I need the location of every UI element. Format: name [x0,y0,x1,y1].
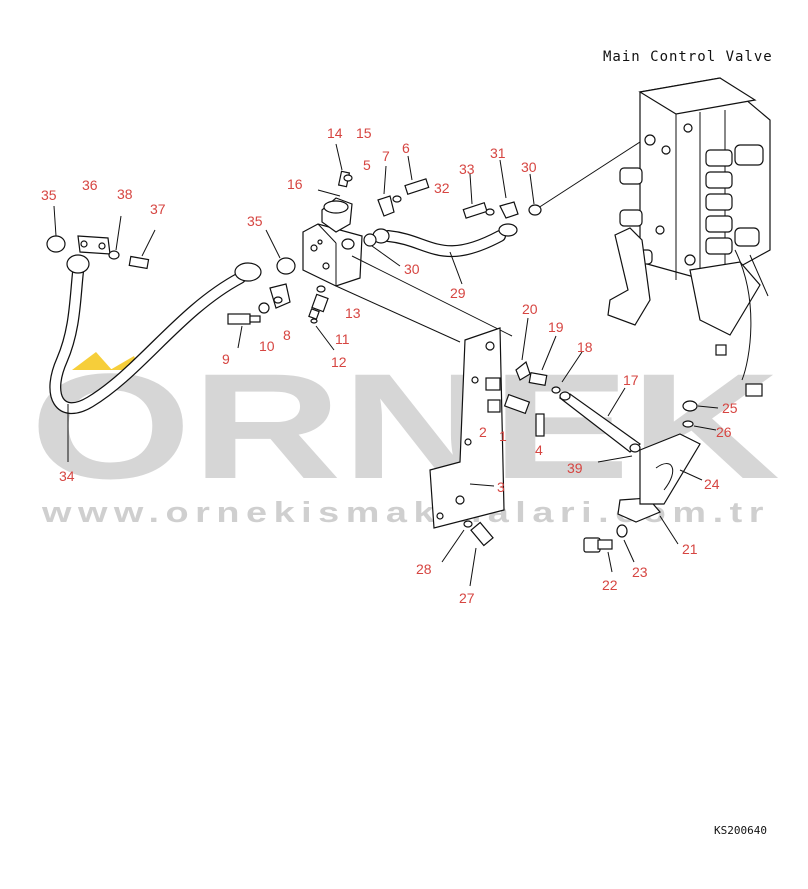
part-20-pin [515,317,531,381]
label-19: 19 [548,319,564,335]
part-7-clamp [377,165,395,217]
label-2: 2 [479,424,487,440]
label-32: 32 [434,180,450,196]
leader-block-right [351,255,513,337]
label-27: 27 [459,590,475,606]
part-30-oring-left [363,233,401,267]
part-18-oring [551,351,583,394]
label-36: 36 [82,177,98,193]
part-23-washer [616,524,635,563]
label-26: 26 [716,424,732,440]
label-1: 1 [499,428,507,444]
label-14: 14 [327,125,343,141]
label-3: 3 [497,479,505,495]
part-38-washer [108,215,122,260]
label-39: 39 [567,460,583,476]
hose-34 [49,254,262,462]
label-30-right: 30 [521,159,537,175]
label-21: 21 [682,541,698,557]
shaft-17 [558,387,641,463]
part-8-flange [269,283,291,309]
part-19-fitting [528,335,557,387]
label-33: 33 [459,161,475,177]
part-13-oring [316,285,326,293]
pilot-valve-block [302,189,363,287]
part-27-bolt [469,521,494,587]
label-17: 17 [623,372,639,388]
part-9-bolt [227,313,261,349]
part-11-fitting [308,293,329,320]
part-30-oring-right [528,173,542,216]
part-36-flange [77,235,111,255]
leader-block-down [335,285,461,343]
part-4-bolt [535,413,545,437]
drawing-code: KS200640 [714,824,767,837]
part-6-washer [392,195,402,203]
part-33-bolt [462,173,488,219]
bracket-3 [429,327,505,529]
label-6: 6 [402,140,410,156]
part-37-bolt [128,229,156,270]
label-38: 38 [117,186,133,202]
label-9: 9 [222,351,230,367]
label-13: 13 [345,305,361,321]
part-32-bolt [404,155,430,195]
label-24: 24 [704,476,720,492]
part-labels: 1 2 3 4 5 6 7 8 9 10 11 12 13 14 15 16 1… [41,125,738,606]
label-18: 18 [577,339,593,355]
label-22: 22 [602,577,618,593]
label-20: 20 [522,301,538,317]
label-28: 28 [416,561,432,577]
label-25: 25 [722,400,738,416]
label-10: 10 [259,338,275,354]
label-16: 16 [287,176,303,192]
diagram-title: Main Control Valve [603,49,773,65]
hose-29 [372,223,518,285]
label-12: 12 [331,354,347,370]
part-22-bolt [583,537,613,573]
part-15-washer [343,174,353,182]
part-31-clamp [485,159,519,219]
watermark-accent-left [72,352,112,370]
label-4: 4 [535,442,543,458]
label-15: 15 [356,125,372,141]
part-1-bolt [503,393,531,415]
part-35-oring-mid [265,229,296,275]
main-control-valve [534,77,771,397]
label-35-mid: 35 [247,213,263,229]
part-10-washer [258,302,270,314]
label-30-left: 30 [404,261,420,277]
label-34: 34 [59,468,75,484]
part-25-nut [682,400,719,412]
label-31: 31 [490,145,506,161]
part-26-washer [682,420,717,431]
part-35-oring-left [46,205,66,253]
label-7: 7 [382,148,390,164]
label-8: 8 [283,327,291,343]
label-29: 29 [450,285,466,301]
bracket-21 [617,433,703,545]
part-12-oring [310,318,335,351]
label-11: 11 [335,331,350,347]
label-37: 37 [150,201,166,217]
label-23: 23 [632,564,648,580]
label-5: 5 [363,157,371,173]
watermark: ORNEK www.ornekismakinalari.com.tr [30,342,780,529]
label-35-left: 35 [41,187,57,203]
part-28-washer [441,520,473,563]
